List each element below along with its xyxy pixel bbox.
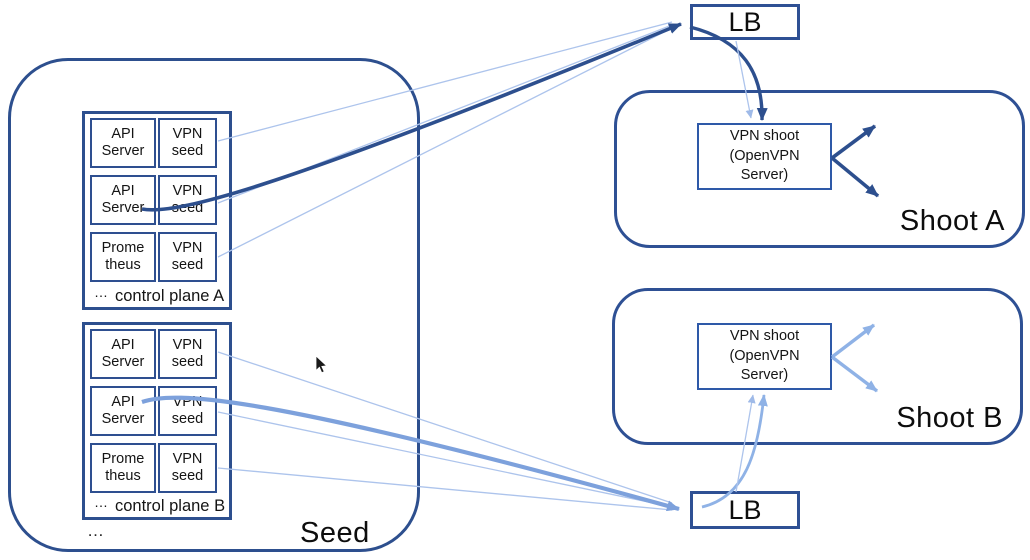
api-server-cell: API Server bbox=[90, 175, 156, 225]
shoot-b-container: VPN shoot (OpenVPN Server) Shoot B bbox=[612, 288, 1023, 445]
lb-bottom-label: LB bbox=[728, 494, 762, 525]
lb-top-box: LB bbox=[690, 4, 800, 40]
shoot-a-label: Shoot A bbox=[899, 205, 1005, 237]
vpn-seed-cell: VPN seed bbox=[158, 232, 217, 282]
seed-more-ellipsis: … bbox=[87, 521, 104, 540]
shoot-b-label: Shoot B bbox=[896, 402, 1003, 434]
prometheus-cell: Prome theus bbox=[90, 443, 156, 493]
control-plane-b-box: API Server VPN seed API Server VPN seed … bbox=[82, 322, 232, 520]
control-plane-a-ellipsis: … bbox=[94, 283, 108, 300]
control-plane-a-grid: API Server VPN seed API Server VPN seed … bbox=[90, 118, 217, 282]
vpn-seed-cell: VPN seed bbox=[158, 443, 217, 493]
vpn-shoot-a-box: VPN shoot (OpenVPN Server) bbox=[697, 123, 832, 190]
shoot-a-container: VPN shoot (OpenVPN Server) Shoot A bbox=[614, 90, 1025, 248]
vpn-seed-cell: VPN seed bbox=[158, 118, 217, 168]
vpn-shoot-b-box: VPN shoot (OpenVPN Server) bbox=[697, 323, 832, 390]
api-server-cell: API Server bbox=[90, 386, 156, 436]
api-server-cell: API Server bbox=[90, 329, 156, 379]
control-plane-b-label: control plane B bbox=[115, 497, 226, 515]
vpn-seed-cell: VPN seed bbox=[158, 386, 217, 436]
control-plane-a-box: API Server VPN seed API Server VPN seed … bbox=[82, 111, 232, 310]
lb-top-label: LB bbox=[728, 6, 762, 37]
vpn-seed-cell: VPN seed bbox=[158, 175, 217, 225]
lb-bottom-box: LB bbox=[690, 491, 800, 529]
api-server-cell: API Server bbox=[90, 118, 156, 168]
control-plane-a-label: control plane A bbox=[115, 287, 225, 305]
control-plane-b-ellipsis: … bbox=[94, 493, 108, 510]
seed-label: Seed bbox=[300, 517, 370, 549]
control-plane-b-grid: API Server VPN seed API Server VPN seed … bbox=[90, 329, 217, 493]
vpn-seed-cell: VPN seed bbox=[158, 329, 217, 379]
seed-container: API Server VPN seed API Server VPN seed … bbox=[8, 58, 420, 552]
prometheus-cell: Prome theus bbox=[90, 232, 156, 282]
